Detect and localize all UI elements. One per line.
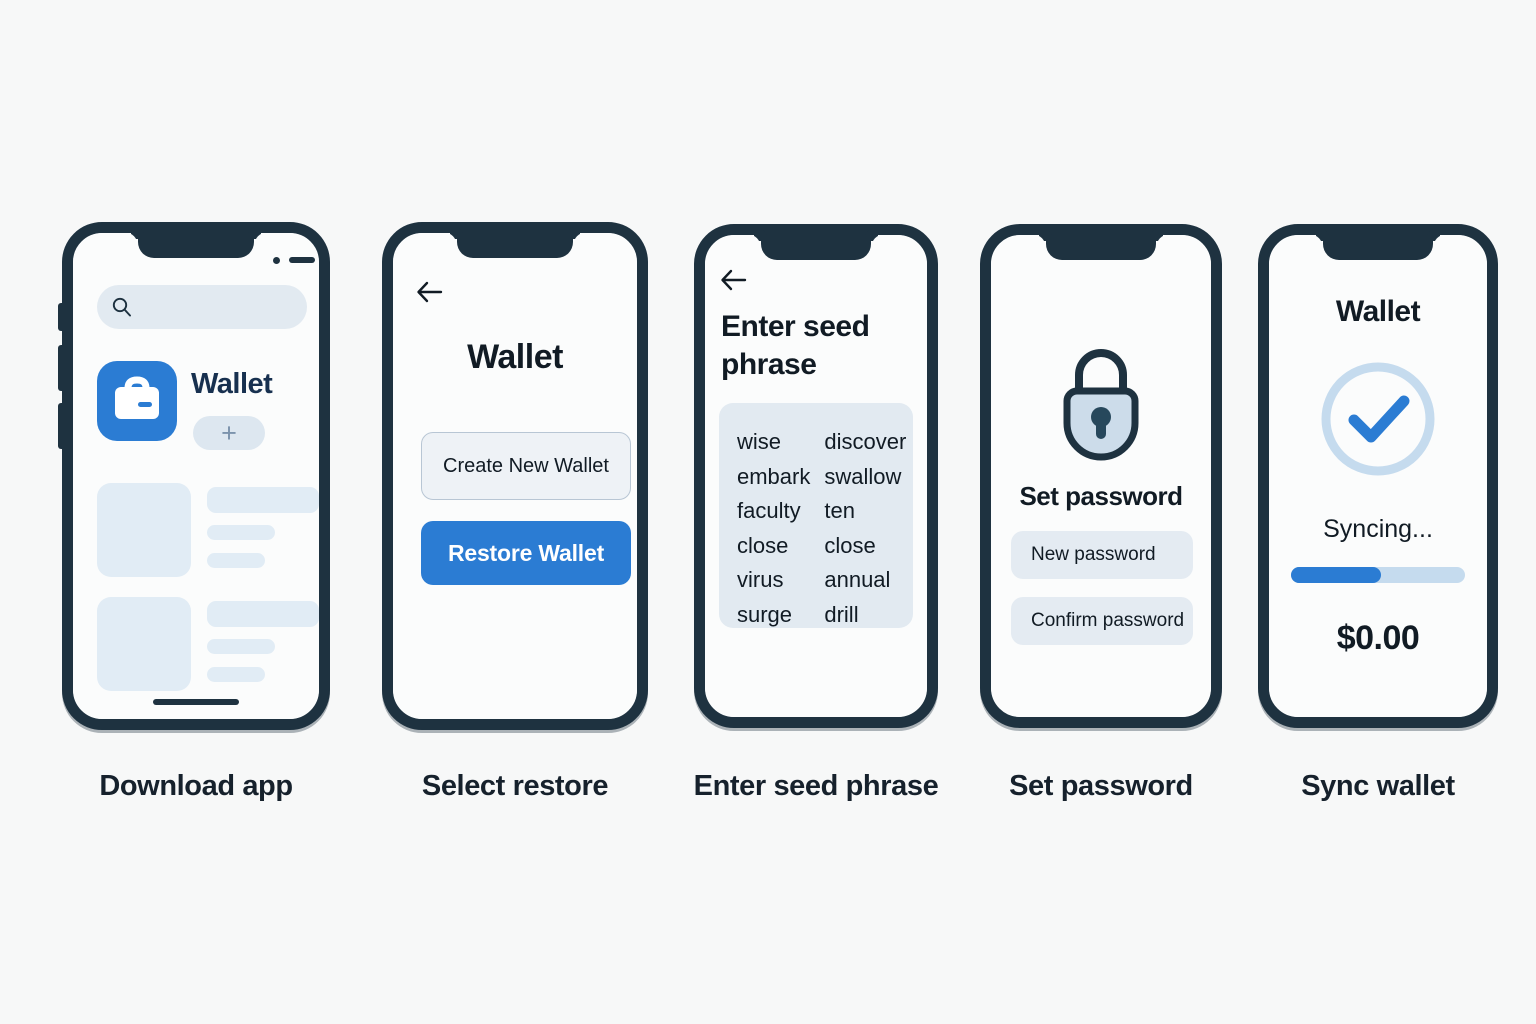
confirm-password-field[interactable]: Confirm password	[1011, 597, 1193, 645]
step-caption: Sync wallet	[1301, 770, 1455, 802]
sync-progress-bar	[1291, 567, 1465, 583]
text-line-placeholder	[207, 487, 319, 513]
seed-word: surge	[737, 601, 793, 627]
step-caption: Set password	[1009, 770, 1193, 802]
sync-status-label: Syncing...	[1323, 515, 1433, 543]
step-caption: Select restore	[421, 770, 609, 802]
screen-sync: Wallet Syncing... $0.00	[1269, 235, 1487, 717]
seed-word: drill	[824, 601, 859, 627]
step-caption: Download app	[99, 770, 293, 802]
new-password-field[interactable]: New password	[1011, 531, 1193, 579]
seed-word: swallow	[824, 463, 902, 489]
notch	[761, 234, 871, 260]
create-new-wallet-button[interactable]: Create New Wallet	[421, 432, 631, 500]
app-get-button[interactable]: +	[193, 416, 265, 450]
wallet-balance: $0.00	[1336, 619, 1420, 657]
thumbnail-placeholder	[97, 483, 191, 577]
seed-word: discover	[824, 429, 907, 454]
screen-app-store: Wallet +	[73, 233, 319, 719]
seed-word: faculty	[737, 498, 801, 523]
seed-word: wise	[737, 429, 782, 454]
text-line-placeholder	[207, 553, 265, 568]
list-item	[97, 597, 319, 697]
phone-frame-1: Wallet +	[58, 222, 330, 730]
seed-word: close	[737, 532, 789, 558]
side-button-volume-up[interactable]	[58, 345, 63, 391]
text-line-placeholder	[207, 667, 265, 682]
notch	[1323, 234, 1433, 260]
text-line-placeholder	[207, 525, 275, 540]
app-name-label: Wallet	[191, 368, 273, 400]
notch	[457, 232, 573, 258]
home-indicator	[153, 699, 239, 705]
check-circle-icon	[1321, 362, 1435, 476]
side-button-volume-down[interactable]	[58, 403, 63, 449]
back-arrow-icon[interactable]	[415, 277, 445, 307]
side-button-mute[interactable]	[58, 303, 63, 331]
back-arrow-icon[interactable]	[719, 265, 749, 295]
page-title: Wallet	[467, 338, 563, 376]
screen-wallet-choice: Wallet Create New Wallet Restore Wallet	[393, 233, 637, 719]
list-item	[97, 483, 319, 583]
seed-phrase-input[interactable]: wise discover embark swallow faculty ten…	[719, 403, 913, 628]
thumbnail-placeholder	[97, 597, 191, 691]
page-title: Set password	[1019, 481, 1183, 511]
wallet-briefcase-icon[interactable]	[97, 361, 177, 441]
notch	[138, 232, 254, 258]
text-line-placeholder	[207, 639, 275, 654]
seed-word: ten	[824, 498, 855, 523]
seed-word: virus	[737, 567, 784, 592]
sync-progress-fill	[1291, 567, 1382, 583]
phone-frame-2: Wallet Create New Wallet Restore Wallet	[382, 222, 648, 730]
text-line-placeholder	[207, 601, 319, 627]
screen-seed-entry: Enter seed phrase wise discover embark s…	[705, 235, 927, 717]
seed-word: close	[824, 532, 876, 558]
seed-word-grid: wise discover embark swallow faculty ten…	[719, 403, 913, 628]
phone-frame-4: Set password New password Confirm passwo…	[980, 224, 1222, 728]
page-title: Wallet	[1335, 295, 1421, 328]
seed-word: embark	[737, 463, 811, 489]
page-title: Enter seed phrase	[721, 310, 870, 381]
speaker-pill-icon	[289, 257, 315, 263]
notch	[1046, 234, 1156, 260]
step-caption: Enter seed phrase	[693, 770, 939, 802]
search-input[interactable]	[97, 285, 307, 329]
phone-frame-3: Enter seed phrase wise discover embark s…	[694, 224, 938, 728]
screen-set-password: Set password New password Confirm passwo…	[991, 235, 1211, 717]
plus-icon: +	[221, 417, 237, 448]
search-icon	[112, 297, 131, 317]
padlock-icon	[1063, 349, 1139, 461]
phone-frame-5: Wallet Syncing... $0.00	[1258, 224, 1498, 728]
seed-word: annual	[824, 567, 891, 592]
restore-wallet-button[interactable]: Restore Wallet	[421, 521, 631, 585]
camera-dot-icon	[273, 257, 280, 264]
